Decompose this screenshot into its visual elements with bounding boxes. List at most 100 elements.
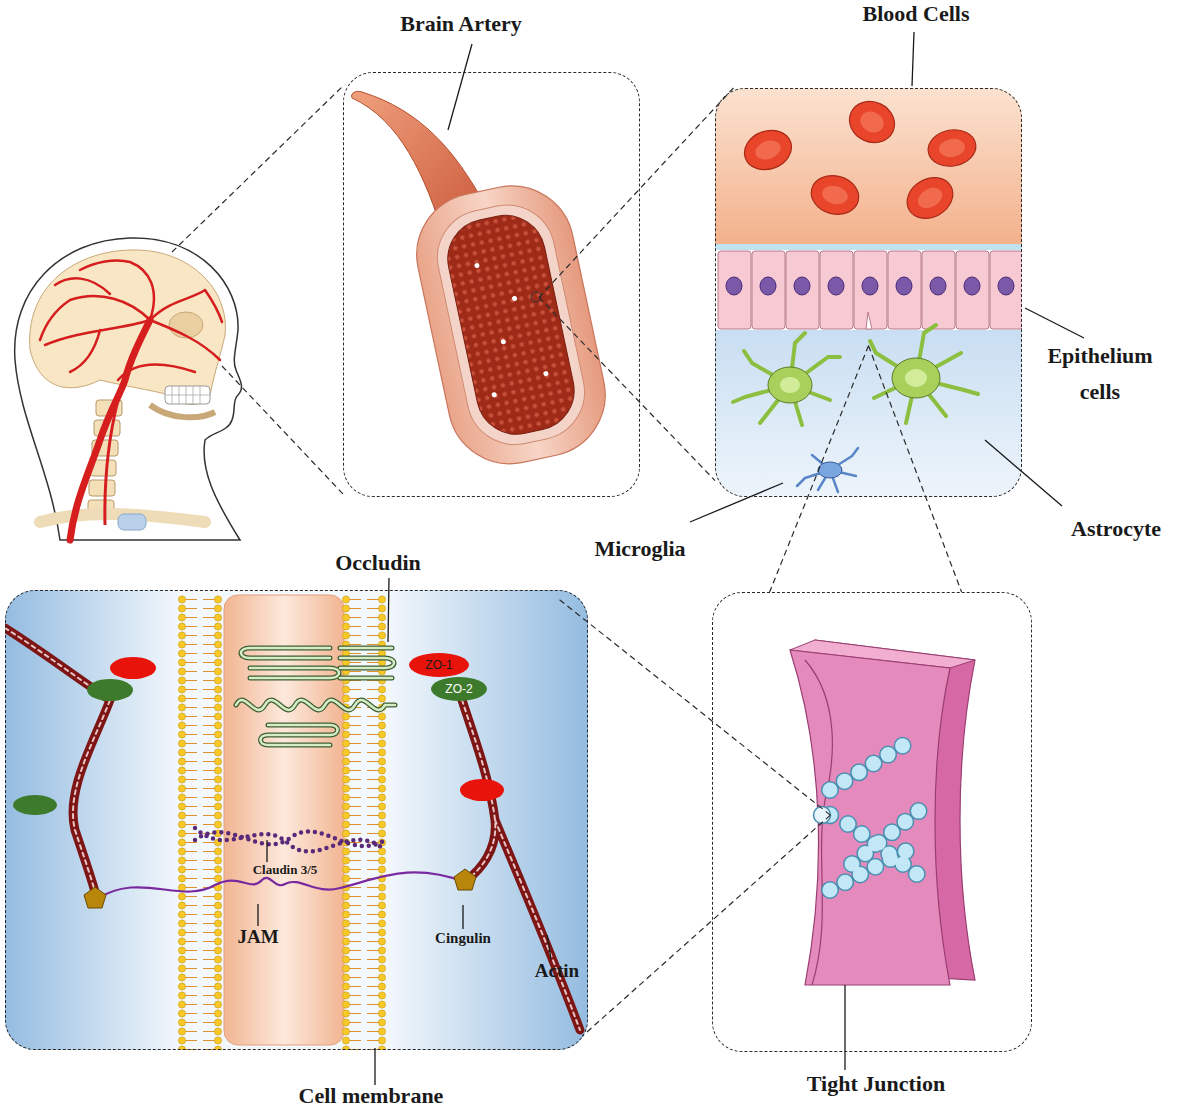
head-illustration: [150, 405, 215, 417]
junction-illustration: [195, 828, 385, 851]
barrier-illustration: [820, 183, 850, 207]
barrier-illustration: [905, 369, 927, 387]
panel-heading: Blood Cells: [806, 1, 1026, 26]
barrier-illustration: [964, 277, 980, 295]
head-illustration: [118, 514, 146, 530]
barrier-illustration: [828, 277, 844, 295]
barrier-illustration: [794, 277, 810, 295]
artery-illustration: [543, 371, 549, 377]
leader-line: [462, 905, 463, 929]
leader-line: [844, 985, 845, 1070]
barrier-illustration: [715, 88, 1022, 497]
barrier-illustration: [786, 251, 819, 329]
leader-line: [266, 840, 267, 862]
zoom-line: [172, 86, 343, 494]
part-label: Cingulin: [413, 930, 513, 947]
head-illustration: [40, 260, 222, 380]
artery-illustration: [440, 208, 581, 442]
barrier-illustration: [896, 277, 912, 295]
part-label: JAM: [218, 926, 298, 948]
tight-junction-illustration: [814, 807, 831, 824]
barrier-illustration: [956, 251, 989, 329]
barrier-illustration: [726, 277, 742, 295]
barrier-illustration: [726, 277, 1014, 295]
barrier-illustration: [739, 94, 979, 226]
panel-heading: Brain Artery: [351, 11, 571, 36]
part-label: Astrocyte: [1041, 516, 1191, 541]
leader-line: [388, 578, 389, 642]
barrier-illustration: [718, 251, 751, 329]
protein-ellipse: ZO-2: [431, 677, 487, 701]
barrier-illustration: [866, 312, 872, 329]
part-label: Epithelium cells: [1040, 338, 1160, 410]
barrier-illustration: [753, 108, 967, 212]
zoom-panel: Cell membraneZO-1ZO-2: [5, 590, 588, 1050]
leader-line: [1025, 308, 1084, 338]
barrier-illustration: [862, 277, 878, 295]
junction-illustration: [460, 779, 504, 801]
zoom-connector: [539, 88, 733, 481]
barrier-illustration: [900, 170, 961, 227]
artery-illustration: [405, 174, 617, 475]
junction-illustration: [236, 648, 395, 745]
barrier-illustration: [892, 358, 940, 398]
protein-name: ZO-2: [445, 683, 472, 695]
junction-illustration: [342, 595, 386, 1050]
leader-line: [690, 483, 783, 522]
zoom-connector: [559, 599, 831, 1036]
part-label: Claudin 3/5: [230, 863, 340, 878]
leader-line: [258, 32, 1084, 1085]
junction-illustration: [84, 887, 106, 908]
artery-illustration: [474, 263, 480, 269]
panel-heading: Cell membrane: [251, 1083, 491, 1108]
artery-illustration: [531, 292, 541, 302]
leader-line: [547, 935, 551, 959]
protein-name: ZO-1: [425, 659, 452, 671]
artery-illustration: [512, 296, 518, 302]
barrier-illustration: [715, 330, 1022, 497]
head-illustration: [169, 312, 203, 338]
head-illustration: [15, 238, 242, 540]
leader-line: [374, 1048, 375, 1085]
barrier-illustration: [715, 88, 1022, 248]
barrier-illustration: [888, 251, 921, 329]
barrier-illustration: [768, 367, 812, 403]
junction-illustration: [195, 831, 385, 846]
artery-illustration: [405, 174, 617, 475]
artery-illustration: [352, 91, 617, 475]
barrier-illustration: [998, 277, 1014, 295]
zoom-connector: [770, 346, 962, 592]
barrier-illustration: [797, 448, 858, 492]
junction-illustration: [87, 679, 133, 701]
barrier-illustration: [715, 244, 1022, 250]
barrier-illustration: [914, 184, 946, 213]
barrier-illustration: [857, 108, 887, 136]
part-label: Actin: [517, 960, 597, 982]
tight-junction-illustration: [790, 640, 975, 985]
junction-illustration: [178, 595, 222, 1050]
junction-illustration: [5, 628, 110, 892]
junction-illustration: [5, 628, 110, 892]
zoom-panel: Brain Artery: [343, 72, 640, 497]
tight-junction-illustration: [790, 650, 950, 985]
part-label: Occludin: [303, 550, 453, 575]
head-illustration: [165, 386, 210, 404]
barrier-illustration: [733, 325, 978, 425]
barrier-illustration: [843, 94, 902, 150]
barrier-illustration: [990, 251, 1022, 329]
barrier-illustration: [753, 137, 784, 163]
zoom-panel: Blood Cells: [715, 88, 1022, 497]
barrier-illustration: [718, 251, 1022, 329]
head-illustration: [89, 480, 115, 496]
tight-junction-illustration: [830, 740, 925, 890]
barrier-illustration: [818, 462, 842, 478]
barrier-illustration: [760, 277, 776, 295]
barrier-illustration: [922, 251, 955, 329]
junction-illustration: [224, 595, 344, 1045]
head-illustration: [15, 238, 242, 540]
barrier-illustration: [820, 251, 853, 329]
junction-illustration: [5, 590, 180, 1050]
artery-illustration: [491, 392, 497, 398]
leader-line: [912, 32, 914, 86]
